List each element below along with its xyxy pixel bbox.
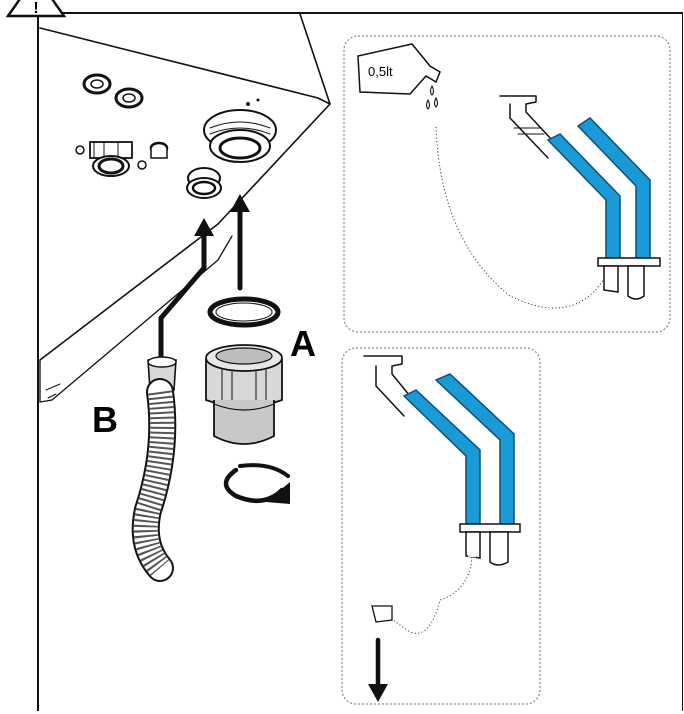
label-a: A [290,323,316,364]
corrugated-hose-b [131,356,177,582]
boiler-underside [39,13,331,403]
arrow-up-icon [158,218,214,361]
warning-triangle-icon: ! [5,0,67,18]
gasket-ring [207,296,281,328]
panel-fill-siphon: 0,5lt [343,35,671,333]
boiler-fittings [75,73,277,199]
panel-drain-siphon [341,347,541,705]
arrow-up-icon [230,194,250,291]
warning-symbol: ! [33,0,38,17]
arrow-down-icon [368,637,388,702]
siphon-cap-a [205,344,283,445]
label-b: B [92,399,118,440]
bottle-volume-label: 0,5lt [368,64,393,79]
water-bottle-icon: 0,5lt [357,43,441,110]
diagram-frame [37,12,683,711]
rotate-clockwise-icon [223,463,290,504]
